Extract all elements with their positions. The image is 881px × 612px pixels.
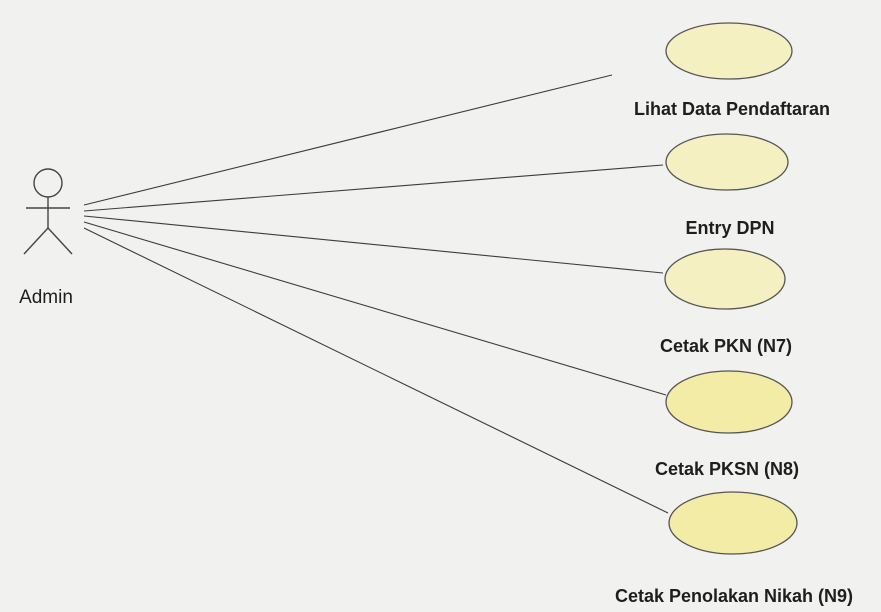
association-line-4 [83,221,667,396]
use-case-cetak-pkn[interactable]: Cetak PKN (N7) [660,248,792,356]
use-case-label: Cetak PKSN (N8) [655,459,799,479]
use-case-ellipse[interactable] [665,370,793,434]
use-case-ellipse[interactable] [665,22,793,80]
use-case-lihat-data-pendaftaran[interactable]: Lihat Data Pendaftaran [634,22,830,119]
actor: Admin [19,168,73,308]
use-case-entry-dpn[interactable]: Entry DPN [665,133,789,238]
use-case-ellipse[interactable] [664,248,786,310]
association-line-2 [83,164,664,212]
use-case-label: Entry DPN [685,218,774,238]
use-case-label: Lihat Data Pendaftaran [634,99,830,119]
stick-figure-actor-icon [23,168,73,255]
association-line-3 [83,215,664,274]
association-line-1 [83,74,613,206]
use-case-cetak-pksn[interactable]: Cetak PKSN (N8) [655,370,799,479]
use-case-label: Cetak PKN (N7) [660,336,792,356]
use-case-ellipse[interactable] [665,133,789,191]
association-line-5 [83,227,669,514]
actor-name: Admin [19,287,73,308]
use-case-ellipse[interactable] [668,491,798,555]
use-case-label: Cetak Penolakan Nikah (N9) [615,586,853,606]
associations [83,74,669,514]
use-case-cetak-penolakan-nikah[interactable]: Cetak Penolakan Nikah (N9) [615,491,853,606]
